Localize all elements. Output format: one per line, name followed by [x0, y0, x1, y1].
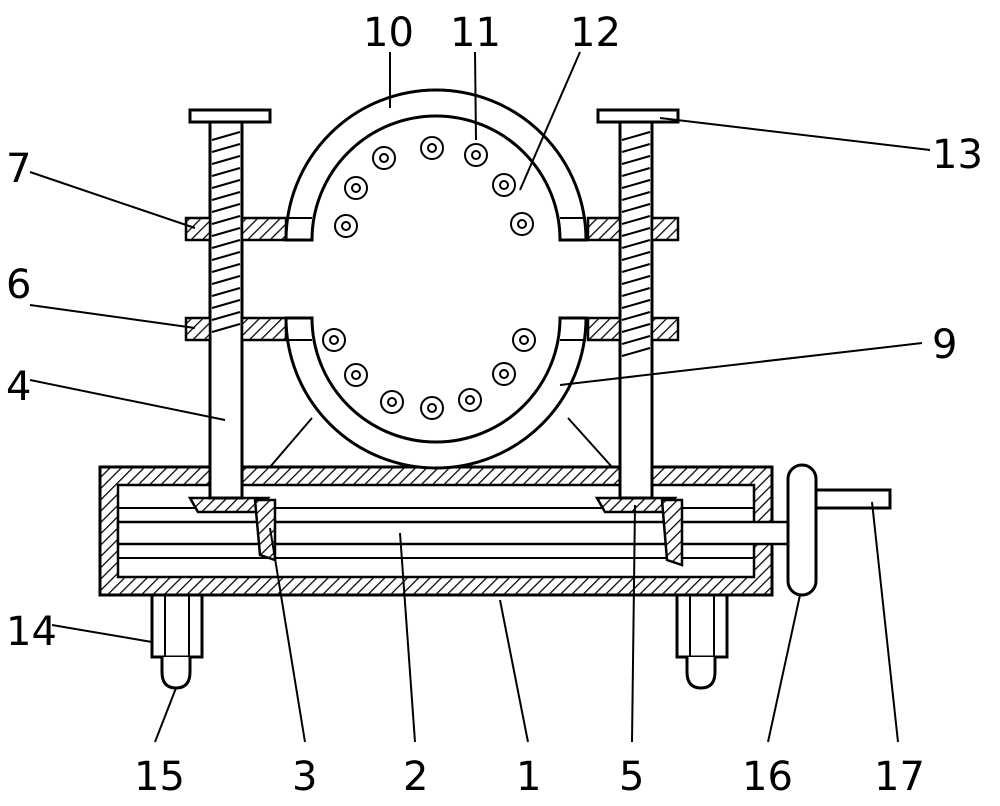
upper-clamp	[284, 88, 588, 242]
label-13: 13	[932, 132, 983, 178]
label-6: 6	[6, 262, 31, 308]
lower-nuts	[184, 316, 680, 342]
label-15: 15	[134, 754, 185, 800]
bevel-gear-left	[187, 496, 277, 562]
label-7: 7	[6, 146, 31, 192]
label-2: 2	[403, 754, 428, 800]
label-5: 5	[619, 754, 644, 800]
label-14: 14	[6, 609, 57, 655]
label-4: 4	[6, 364, 31, 410]
roller-set	[322, 136, 536, 420]
crank-handle	[814, 488, 892, 510]
upper-nuts	[184, 216, 680, 242]
screw-rod-left	[188, 108, 272, 500]
lower-clamp	[284, 316, 588, 470]
clamp-support-struts	[269, 417, 613, 468]
label-16: 16	[742, 754, 793, 800]
bevel-gear-right	[594, 496, 684, 567]
label-12: 12	[570, 10, 621, 56]
support-leg-right	[675, 593, 729, 690]
label-10: 10	[363, 10, 414, 56]
label-1: 1	[516, 754, 541, 800]
leader-lines	[29, 51, 931, 743]
support-leg-left	[150, 593, 204, 690]
label-17: 17	[874, 754, 925, 800]
label-3: 3	[292, 754, 317, 800]
handwheel	[786, 463, 818, 597]
label-9: 9	[932, 322, 957, 368]
label-11: 11	[450, 10, 501, 56]
screw-rod-right	[596, 108, 680, 500]
